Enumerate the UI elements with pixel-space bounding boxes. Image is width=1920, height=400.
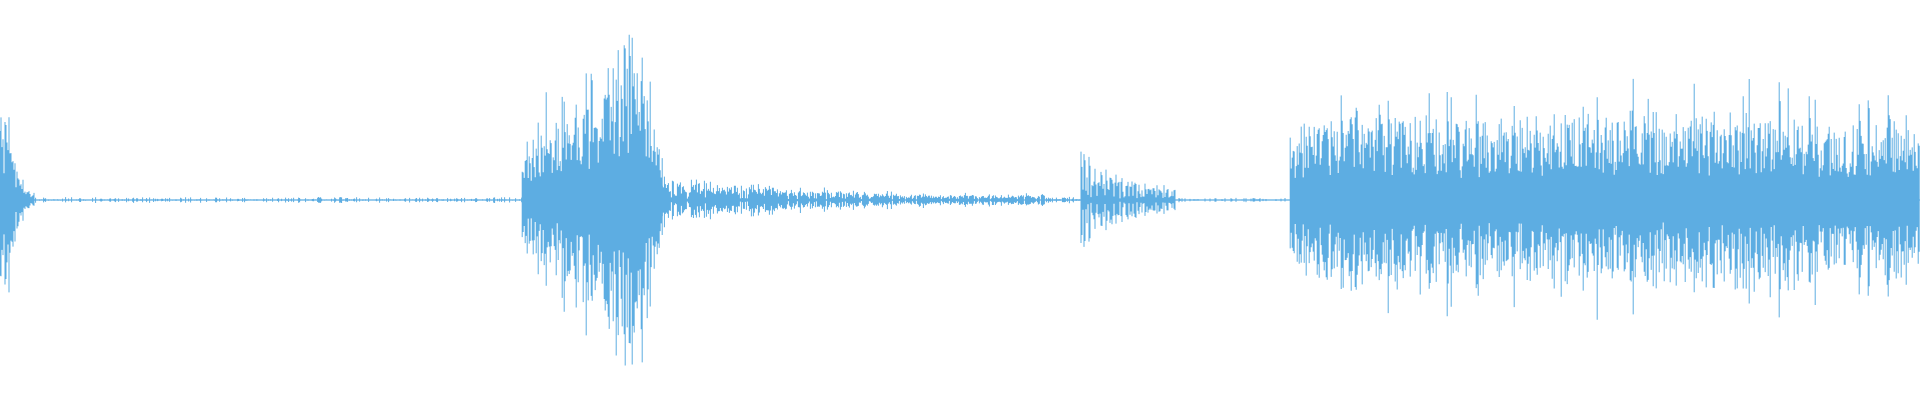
waveform-path xyxy=(0,34,1920,366)
waveform-samples xyxy=(0,34,1920,366)
